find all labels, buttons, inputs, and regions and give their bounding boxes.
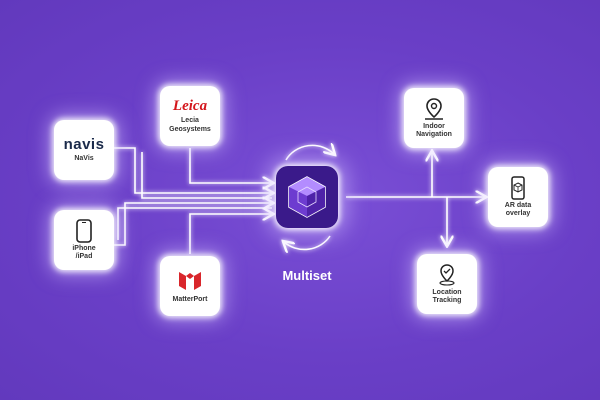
matterport-label: MatterPort bbox=[172, 295, 208, 303]
leica-logo-text: Leica bbox=[172, 98, 208, 115]
location-pin-icon bbox=[436, 263, 458, 287]
line-matterport bbox=[189, 214, 272, 254]
node-iphone: iPhone /iPad bbox=[54, 210, 114, 270]
line-navis-2 bbox=[141, 152, 272, 199]
cycle-arrow-bottom bbox=[284, 235, 331, 249]
ar-overlay-label: AR data overlay bbox=[504, 201, 532, 217]
line-leica bbox=[189, 148, 272, 183]
navis-logo-icon: navis bbox=[64, 136, 105, 153]
line-iphone-2 bbox=[117, 207, 272, 240]
cycle-arrow-top bbox=[285, 145, 334, 161]
map-pin-icon bbox=[422, 97, 446, 121]
node-navis: navis NaVis bbox=[54, 120, 114, 180]
iphone-label: iPhone /iPad bbox=[72, 244, 96, 260]
indoor-navigation-label: Indoor Navigation bbox=[416, 122, 452, 138]
node-indoor-navigation: Indoor Navigation bbox=[404, 88, 464, 148]
line-navis bbox=[112, 147, 272, 193]
matterport-logo-icon bbox=[177, 268, 203, 294]
ar-phone-icon bbox=[508, 176, 528, 200]
navis-logo-text: navis bbox=[63, 136, 105, 154]
line-iphone bbox=[112, 203, 272, 246]
node-ar-overlay: AR data overlay bbox=[488, 167, 548, 227]
phone-icon bbox=[76, 219, 92, 243]
navis-label: NaVis bbox=[74, 155, 94, 163]
hub-multiset bbox=[276, 166, 338, 228]
location-tracking-label: Location Tracking bbox=[432, 288, 462, 304]
node-matterport: MatterPort bbox=[160, 256, 220, 316]
multiset-crystal-icon bbox=[288, 176, 326, 218]
node-leica: Leica Lecia Geosystems bbox=[160, 86, 220, 146]
hub-label: Multiset bbox=[282, 268, 332, 283]
leica-label: Lecia Geosystems bbox=[169, 117, 211, 133]
node-location-tracking: Location Tracking bbox=[417, 254, 477, 314]
leica-logo-icon: Leica bbox=[173, 98, 207, 115]
